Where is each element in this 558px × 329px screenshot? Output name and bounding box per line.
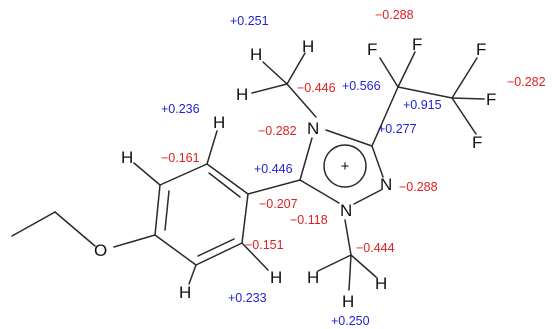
atom-f-cf3-right: F xyxy=(486,90,496,109)
bond-ch3-h-top-2 xyxy=(286,52,306,85)
charge-h-methyl1: +0.251 xyxy=(230,14,269,28)
triazolium-aromatic-circle xyxy=(323,144,367,188)
atom-labels: H H H N N N H H H H H H H F F F F F O xyxy=(94,35,496,311)
charge-cf3-c: +0.915 xyxy=(403,98,442,112)
charge-h-ring-bottom: +0.233 xyxy=(228,291,267,305)
bond-n3-n2 xyxy=(353,189,382,205)
atom-h-methyl1-top: H xyxy=(250,45,262,64)
atom-n1: N xyxy=(307,119,319,138)
bond-c3-h xyxy=(206,130,218,165)
charge-c-triazole-aryl: +0.446 xyxy=(254,162,293,176)
bond-n2-c5t xyxy=(299,179,340,204)
bond-ethyl-ch2-o xyxy=(54,211,96,247)
bond-c6-h xyxy=(188,264,197,285)
atom-h-methyl1-left: H xyxy=(236,85,248,104)
bond-ipso-triazole xyxy=(247,179,301,195)
bond-ring-c5-c6 xyxy=(195,242,243,266)
bond-ch3-h-top-1 xyxy=(262,61,288,85)
bond-cf3-f-right xyxy=(451,97,485,100)
bond-cf2-f-top xyxy=(397,51,416,88)
atom-n3: N xyxy=(380,175,392,194)
atom-h-ring-bottom-right: H xyxy=(270,268,282,287)
atom-f-cf3-bottom: F xyxy=(472,133,482,152)
atom-h-methyl1-inner: H xyxy=(302,37,314,56)
atom-f-cf2-top: F xyxy=(412,35,422,54)
bond-c5t-n1 xyxy=(299,137,313,181)
bond-ring-c3-c4 xyxy=(206,163,249,195)
bond-c3t-n3 xyxy=(371,145,384,178)
charge-c-ipso: −0.207 xyxy=(259,197,298,211)
bond-ring-c6-c1 xyxy=(154,234,197,266)
bond-ch3b-h-bottom xyxy=(348,254,352,291)
charge-c-triazole: +0.277 xyxy=(378,122,417,136)
charge-h-methyl2: +0.250 xyxy=(331,314,370,328)
charge-n3: −0.288 xyxy=(399,180,438,194)
bond-c5-h xyxy=(241,242,269,271)
bond-cf3-f-bottom xyxy=(451,97,477,135)
atom-f-cf3-top: F xyxy=(476,40,486,59)
atom-h-methyl2-left: H xyxy=(307,268,319,287)
bond-ring-inner-2 xyxy=(208,172,241,198)
bond-n2-ch3 xyxy=(344,219,352,256)
bond-c3t-cf2 xyxy=(371,86,399,147)
charge-h-ring-top: +0.236 xyxy=(161,102,200,116)
charge-n1: −0.282 xyxy=(258,124,297,138)
atom-h-ring-top: H xyxy=(213,113,225,132)
bond-n1-ch3 xyxy=(286,83,317,118)
bond-ring-inner-1 xyxy=(164,190,170,231)
bond-n1-c3t xyxy=(325,129,373,147)
bond-ch3b-h-left xyxy=(317,254,352,272)
charge-c-ring-ortho-bottom: −0.151 xyxy=(245,238,284,252)
bond-cf2-f-left xyxy=(379,57,399,88)
atom-h-ring-bottom: H xyxy=(179,283,191,302)
atom-f-cf2-left: F xyxy=(367,40,377,59)
ring-positive-charge: + xyxy=(341,158,350,175)
bond-cf2-cf3 xyxy=(397,86,453,99)
bond-ring-c2-c3 xyxy=(159,163,208,186)
charge-c-methyl1: −0.446 xyxy=(297,81,336,95)
bond-ring-c4-c5 xyxy=(241,193,249,244)
bond-c2-h xyxy=(133,162,161,186)
bond-ring-c1-c2 xyxy=(154,184,161,236)
charge-n2: −0.118 xyxy=(290,213,328,227)
atom-o-ether: O xyxy=(94,241,107,260)
bond-cf3-f-top xyxy=(451,57,478,99)
bond-ethyl-ch3-ch2 xyxy=(11,211,56,237)
bond-ch3-h-left xyxy=(251,83,288,94)
charge-labels: +0.251 −0.288 −0.446 +0.566 −0.282 +0.23… xyxy=(161,8,546,328)
charge-cf2-c: +0.566 xyxy=(342,79,381,93)
charge-c-methyl2: −0.444 xyxy=(356,241,395,255)
bond-o-ring xyxy=(113,234,156,248)
atom-h-methyl2-right: H xyxy=(375,274,387,293)
bond-ch3b-h-right xyxy=(350,254,377,278)
bond-ring-inner-3 xyxy=(197,238,235,257)
charge-c-ring-ortho-top: −0.161 xyxy=(161,151,200,165)
atom-h-methyl2-bottom: H xyxy=(342,292,354,311)
bonds xyxy=(11,51,485,291)
atom-h-ring-left: H xyxy=(121,148,133,167)
charge-cf3-f: −0.282 xyxy=(507,75,546,89)
atom-n2: N xyxy=(340,201,352,220)
charge-cf2-f: −0.288 xyxy=(375,8,414,22)
